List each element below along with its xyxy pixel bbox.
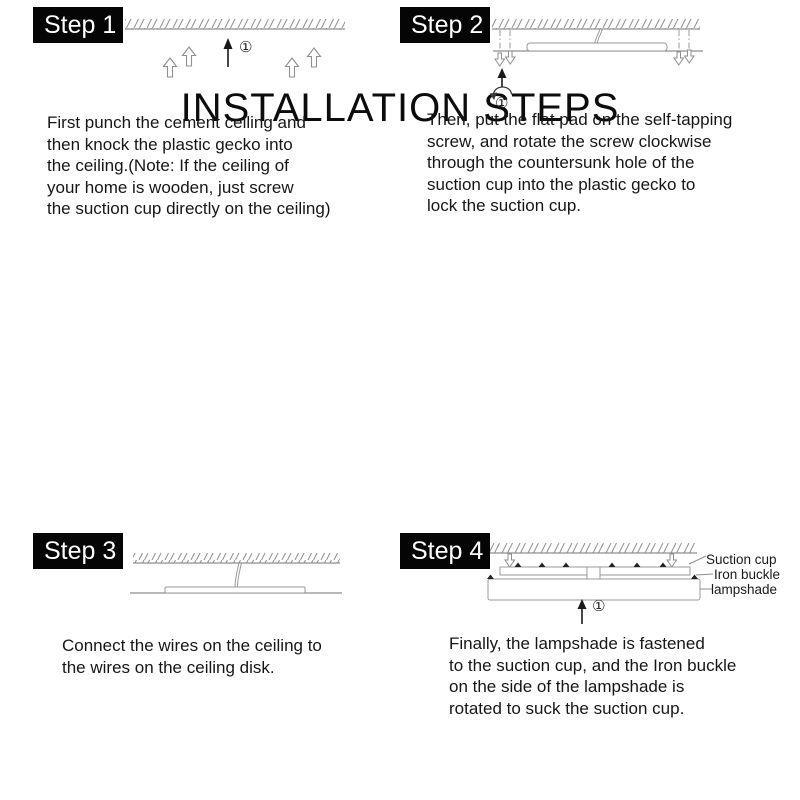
step-3-diagram — [130, 553, 342, 594]
suction-cup-label: Suction cup — [706, 552, 777, 567]
step-2-panel: Step 2 — [400, 0, 800, 335]
suction-cup-plate — [526, 42, 668, 52]
step-1-diagram — [125, 19, 345, 78]
step-1-badge: Step 1 — [33, 7, 123, 43]
ceiling-hatch — [492, 19, 700, 29]
screw-icon — [673, 51, 685, 66]
step-3-description: Connect the wires on the ceiling to the … — [62, 636, 322, 677]
step-4-marker: ① — [592, 597, 606, 615]
plate-clips — [514, 562, 667, 567]
step-4-diagram — [487, 543, 714, 624]
screw-icon — [504, 553, 516, 568]
ceiling-wire — [594, 28, 603, 44]
gecko-anchor-icon — [306, 47, 322, 68]
step-1-description: First punch the cement ceiling and then … — [47, 113, 331, 218]
screw-icon — [683, 49, 695, 64]
step-4-description: Finally, the lampshade is fastened to th… — [449, 634, 737, 718]
label-leader-lines — [688, 555, 714, 590]
screw-icon — [494, 52, 506, 67]
step-1-marker: ① — [239, 38, 253, 56]
step-1-panel: Step 1 ① First punch the cement ceiling … — [0, 0, 400, 335]
ceiling-wire — [234, 562, 242, 588]
step-2-description: Then, put the flat pad on the self-tappi… — [427, 110, 733, 215]
step-4-panel: Step 4 — [400, 525, 800, 800]
step-3-panel: Step 3 Connect the wires on the ceiling … — [0, 525, 400, 800]
iron-buckle-icon — [487, 574, 698, 579]
ceiling-hatch — [490, 543, 697, 553]
screw-icon — [504, 50, 516, 65]
step-2-marker: ① — [495, 94, 509, 112]
fasten-up-arrow-icon — [577, 599, 587, 624]
gecko-anchor-icon — [284, 57, 300, 78]
iron-buckle-label: Iron buckle — [714, 567, 781, 582]
step-4-badge: Step 4 — [400, 533, 490, 569]
push-up-arrow-icon — [223, 38, 233, 67]
insert-up-arrow-icon — [497, 68, 507, 87]
rotate-clockwise-icon — [489, 86, 513, 100]
gecko-anchor-icon — [181, 46, 197, 67]
step-2-diagram — [489, 19, 703, 100]
ceiling-disk — [164, 586, 306, 594]
screw-axis-lines — [499, 30, 690, 51]
gecko-anchor-icon — [162, 57, 178, 78]
step-3-badge: Step 3 — [33, 533, 123, 569]
screw-icon — [666, 553, 678, 568]
page-title: INSTALLATION STEPS — [180, 86, 620, 130]
lampshade-label: lampshade — [711, 582, 778, 597]
ceiling-hatch — [125, 19, 345, 29]
step-2-badge: Step 2 — [400, 7, 490, 43]
ceiling-hatch — [133, 553, 340, 563]
